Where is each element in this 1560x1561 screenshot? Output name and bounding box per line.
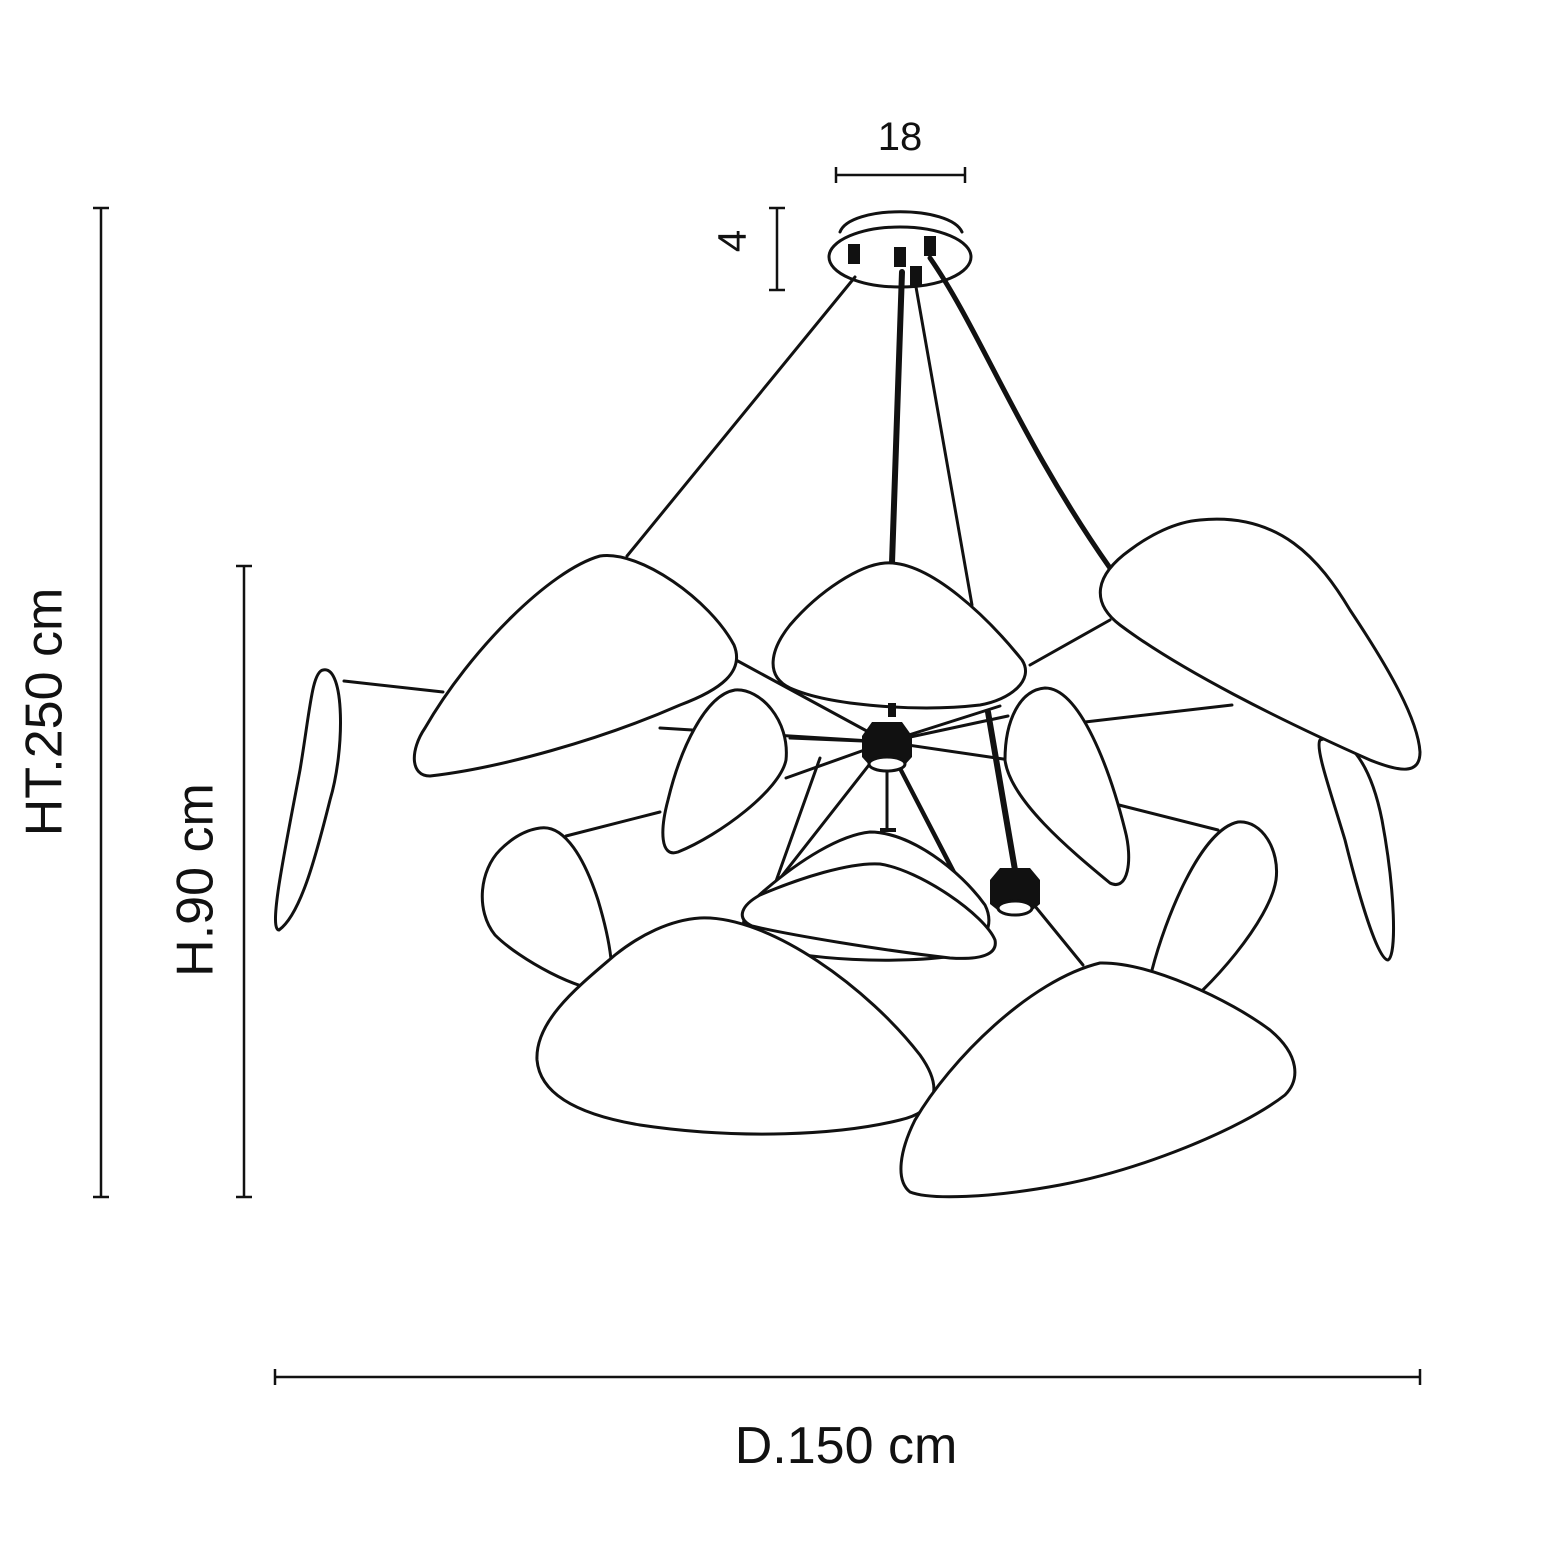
leaf-shade — [740, 862, 997, 960]
leaf-shade — [1003, 686, 1131, 886]
canopy-height-label: 4 — [711, 230, 755, 252]
leaf-shades-back — [273, 668, 1396, 962]
pendant-cable — [985, 709, 1085, 967]
fixture-height-dimension: H.90 cm — [167, 564, 252, 1199]
leaf-shade — [535, 916, 936, 1136]
leaf-shade — [480, 826, 614, 992]
ceiling-canopy — [827, 210, 973, 289]
suspension-cables — [625, 255, 1113, 607]
leaf-shade — [273, 668, 342, 932]
overall-height-label: HT.250 cm — [16, 588, 74, 837]
pendant-socket — [990, 868, 1040, 917]
canopy-width-dimension: 18 — [834, 115, 967, 183]
leaf-shade — [661, 688, 788, 855]
leaf-shade — [899, 961, 1297, 1199]
leaf-shade — [412, 554, 739, 778]
leaf-shade — [1317, 736, 1396, 962]
canopy-height-dimension: 4 — [711, 206, 785, 292]
canopy-width-label: 18 — [878, 115, 923, 159]
diameter-dimension: D.150 cm — [273, 1369, 1422, 1475]
fixture-height-label: H.90 cm — [167, 783, 225, 977]
leaf-shade — [771, 561, 1027, 710]
overall-height-dimension: HT.250 cm — [16, 206, 109, 1199]
diameter-label: D.150 cm — [735, 1417, 958, 1475]
central-hub — [862, 703, 912, 832]
leaf-shades — [412, 517, 1422, 1199]
leaf-shade — [1098, 517, 1422, 771]
